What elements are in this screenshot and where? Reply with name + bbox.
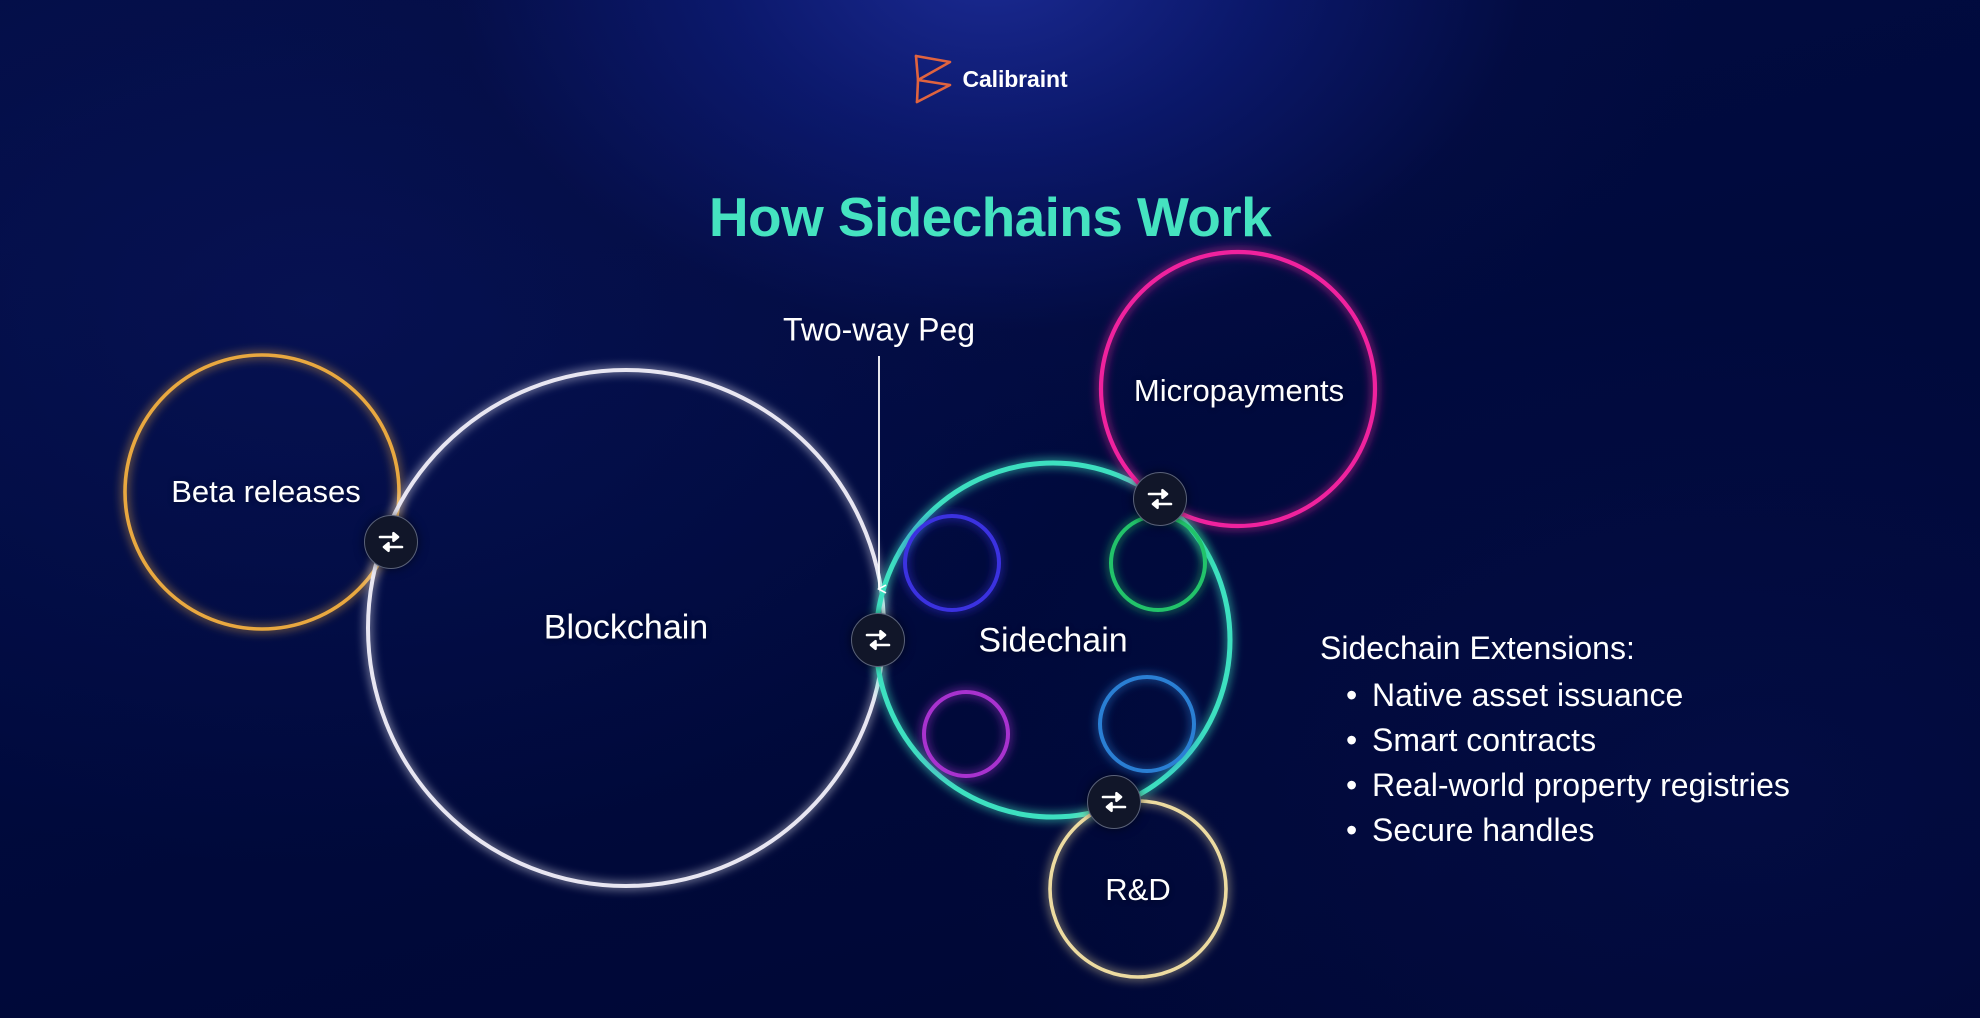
list-item-label: Native asset issuance: [1372, 677, 1684, 713]
inner-circle-indigo: [903, 514, 1001, 612]
bidirectional-exchange-icon: [378, 531, 404, 553]
sidechain-extensions-panel: Sidechain Extensions: • Native asset iss…: [1320, 630, 1920, 853]
extensions-list: • Native asset issuance • Smart contract…: [1320, 673, 1920, 853]
label-sidechain: Sidechain: [978, 621, 1128, 660]
list-item: • Smart contracts: [1346, 718, 1920, 763]
calibraint-zigzag-logo-icon: [915, 54, 952, 104]
bullet-glyph: •: [1346, 722, 1358, 759]
label-beta-releases: Beta releases: [171, 474, 361, 509]
extensions-title: Sidechain Extensions:: [1320, 630, 1635, 666]
label-blockchain: Blockchain: [543, 608, 709, 647]
circle-micropayments: [1098, 249, 1378, 529]
bullet-glyph: •: [1346, 812, 1358, 849]
bidirectional-exchange-icon: [1147, 488, 1173, 510]
bullet-glyph: •: [1346, 677, 1358, 713]
list-item-label: Real-world property registries: [1372, 767, 1790, 804]
brand-name: Calibraint: [962, 65, 1068, 92]
label-r-and-d: R&D: [1105, 872, 1171, 907]
list-item: • Native asset issuance: [1346, 673, 1920, 718]
label-micropayments: Micropayments: [1133, 373, 1345, 408]
list-item: • Secure handles: [1346, 808, 1920, 853]
inner-circle-purple: [922, 690, 1010, 778]
page-title: How Sidechains Work: [708, 185, 1272, 248]
exchange-badge-blockchain-sidechain[interactable]: [851, 613, 905, 667]
list-item-label: Secure handles: [1372, 812, 1595, 849]
exchange-badge-beta-blockchain[interactable]: [364, 515, 418, 569]
bidirectional-exchange-icon: [865, 629, 891, 651]
circle-beta-releases: [123, 353, 401, 631]
inner-circle-green: [1109, 514, 1207, 612]
main-circles: [123, 249, 1378, 979]
brand-lockup: Calibraint: [0, 52, 1980, 106]
bullet-glyph: •: [1346, 767, 1358, 804]
exchange-badge-sidechain-rd[interactable]: [1087, 775, 1141, 829]
bidirectional-exchange-icon: [1101, 791, 1127, 813]
two-way-peg-label: Two-way Peg: [782, 311, 976, 348]
list-item-label: Smart contracts: [1372, 722, 1597, 759]
list-item: • Real-world property registries: [1346, 763, 1920, 808]
exchange-badge-sidechain-micropayments[interactable]: [1133, 472, 1187, 526]
inner-circle-blue: [1098, 675, 1196, 773]
